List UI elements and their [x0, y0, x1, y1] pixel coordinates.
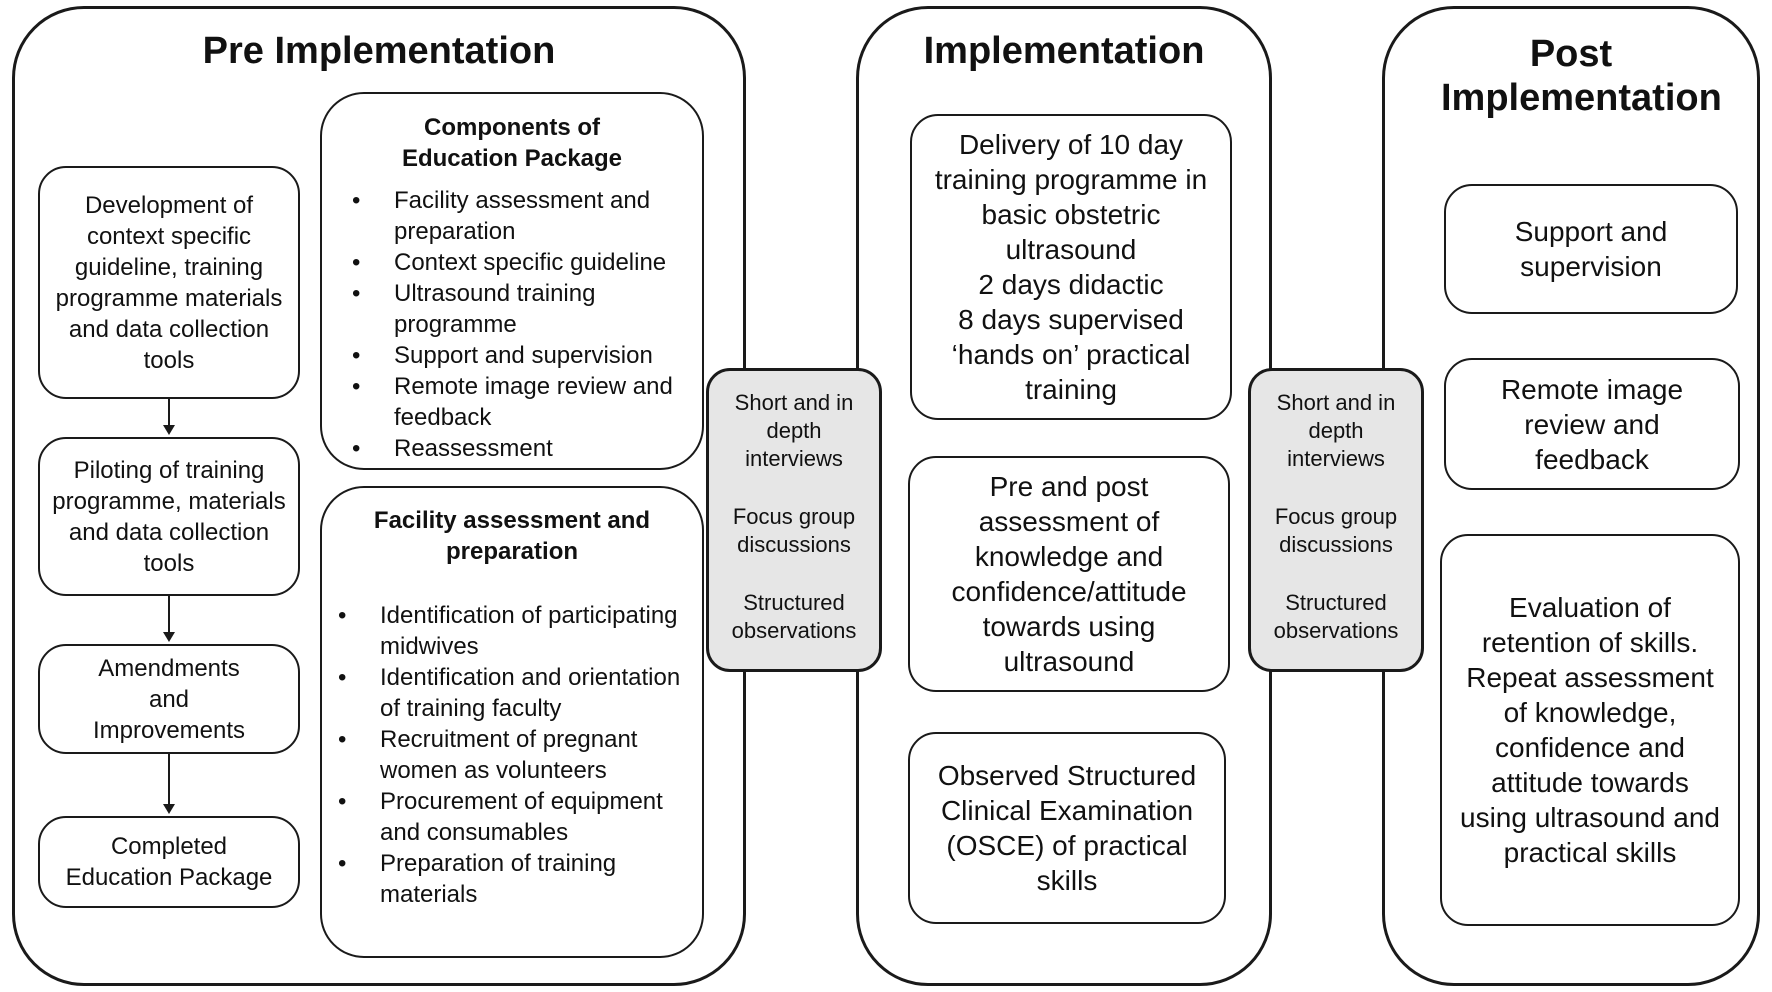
facility-title: Facility assessment and preparation — [373, 507, 651, 565]
methods-box-pre-implementation: Short and in depth interviews Focus grou… — [706, 368, 882, 672]
step-piloting-text: Piloting of training programme, material… — [52, 456, 286, 577]
evaluation-box: Evaluation of retention of skills. Repea… — [1440, 534, 1740, 926]
facility-item: Recruitment of pregnant women as volunte… — [338, 724, 692, 786]
facility-item: Identification of participating midwives — [338, 600, 692, 662]
remote-review-text: Remote image review and feedback — [1500, 373, 1684, 475]
components-item: Facility assessment and preparation — [352, 185, 690, 247]
arrow-line-2 — [168, 596, 170, 632]
remote-review-box: Remote image review and feedback — [1444, 358, 1740, 490]
assessment-text: Pre and post assessment of knowledge and… — [951, 471, 1187, 677]
facility-item: Preparation of training materials — [338, 848, 692, 910]
arrow-line-3 — [168, 754, 170, 804]
osce-text: Observed Structured Clinical Examination… — [937, 760, 1197, 896]
components-list: Facility assessment and preparation Cont… — [352, 185, 690, 464]
step-completed-text: Completed Education Package — [65, 833, 273, 891]
method-observations: Structured observations — [731, 590, 857, 643]
method-observations: Structured observations — [1273, 590, 1399, 643]
assessment-box: Pre and post assessment of knowledge and… — [908, 456, 1230, 692]
pre-implementation-title: Pre Implementation — [202, 30, 556, 72]
arrow-line-1 — [168, 399, 170, 425]
arrow-head-3 — [163, 804, 175, 814]
components-item: Context specific guideline — [352, 247, 690, 278]
components-item: Remote image review and feedback — [352, 371, 690, 433]
step-amendments-text: Amendments and Improvements — [92, 654, 246, 744]
delivery-box: Delivery of 10 day training programme in… — [910, 114, 1232, 420]
step-development: Development of context specific guidelin… — [38, 166, 300, 399]
facility-item: Identification and orientation of traini… — [338, 662, 692, 724]
step-development-text: Development of context specific guidelin… — [55, 191, 283, 374]
components-item: Support and supervision — [352, 340, 690, 371]
support-box: Support and supervision — [1444, 184, 1738, 314]
implementation-title: Implementation — [923, 30, 1205, 72]
delivery-didactic-text: 2 days didactic — [978, 269, 1164, 300]
methods-box-implementation-post: Short and in depth interviews Focus grou… — [1248, 368, 1424, 672]
components-panel: Components of Education Package Facility… — [320, 92, 704, 470]
facility-item: Procurement of equipment and consumables — [338, 786, 692, 848]
osce-box: Observed Structured Clinical Examination… — [908, 732, 1226, 924]
arrow-head-2 — [163, 632, 175, 642]
post-implementation-title: Post Implementation — [1441, 33, 1722, 119]
method-interviews: Short and in depth interviews — [734, 390, 854, 471]
step-amendments: Amendments and Improvements — [38, 644, 300, 754]
delivery-text: Delivery of 10 day training programme in… — [934, 129, 1208, 265]
components-title: Components of Education Package — [401, 114, 623, 172]
evaluation-text: Evaluation of retention of skills. Repea… — [1460, 592, 1720, 868]
method-focus-groups: Focus group discussions — [732, 504, 856, 557]
support-text: Support and supervision — [1514, 216, 1668, 282]
step-piloting: Piloting of training programme, material… — [38, 437, 300, 596]
method-focus-groups: Focus group discussions — [1274, 504, 1398, 557]
step-completed: Completed Education Package — [38, 816, 300, 908]
delivery-practical-text: 8 days supervised ‘hands on’ practical t… — [951, 304, 1191, 405]
components-item: Ultrasound training programme — [352, 278, 690, 340]
facility-list: Identification of participating midwives… — [338, 600, 692, 910]
components-item: Reassessment — [352, 433, 690, 464]
arrow-head-1 — [163, 425, 175, 435]
facility-panel: Facility assessment and preparation Iden… — [320, 486, 704, 958]
method-interviews: Short and in depth interviews — [1276, 390, 1396, 471]
